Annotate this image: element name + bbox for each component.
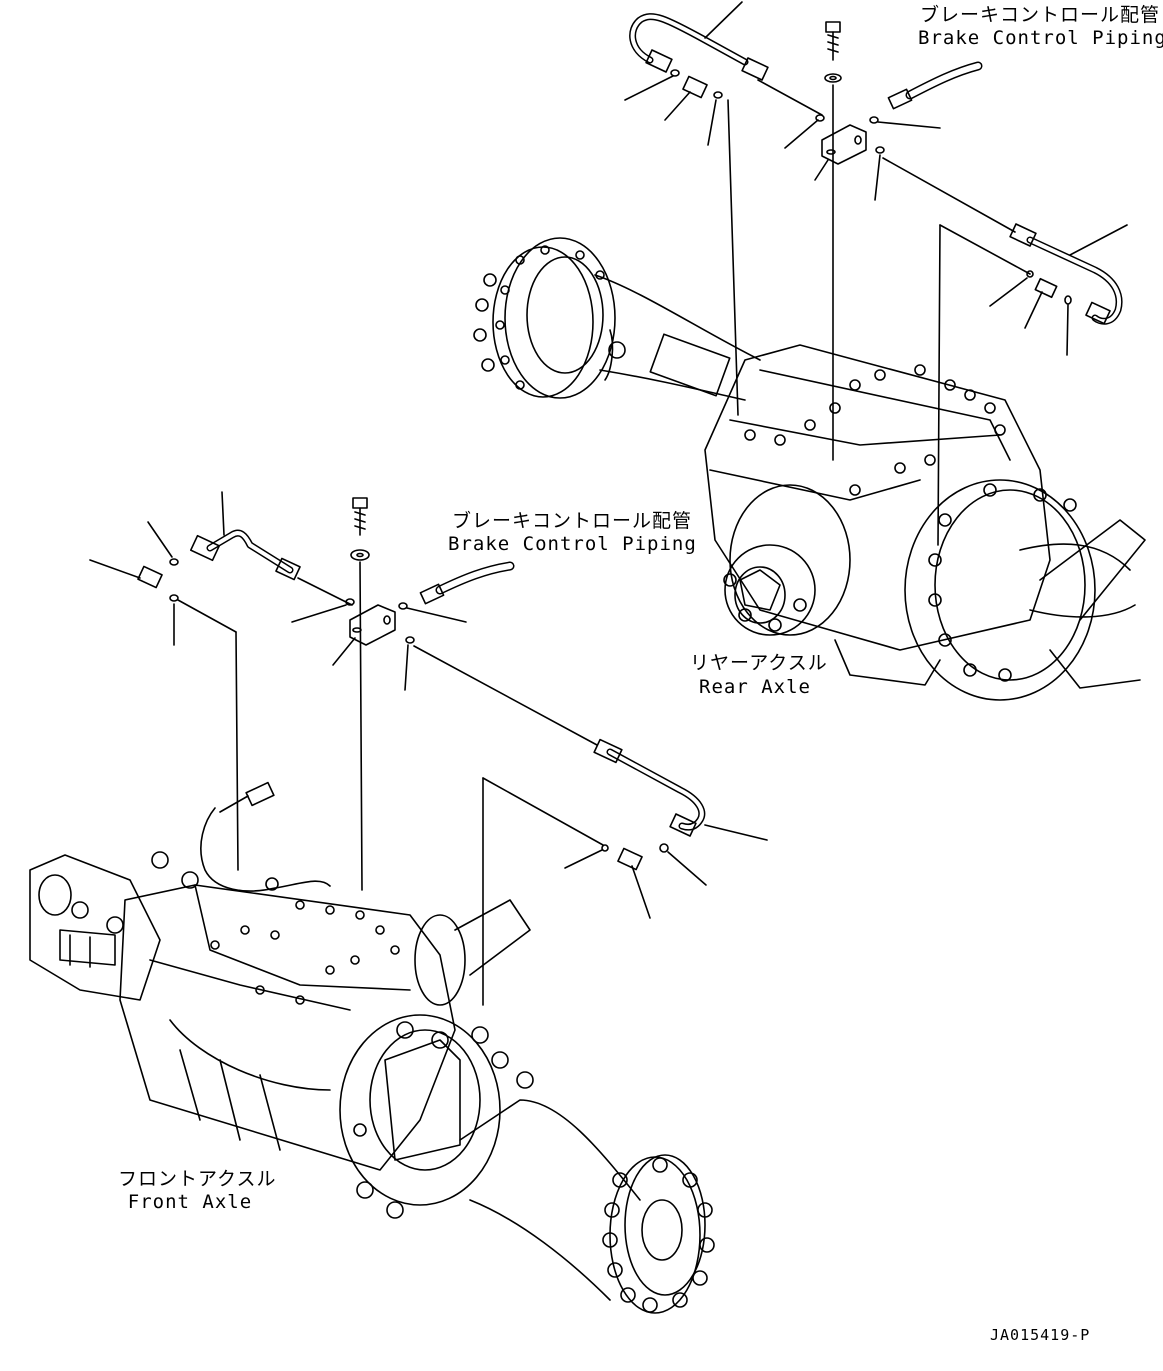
front-right-tube — [482, 738, 768, 1006]
brake-control-piping-top-en: Brake Control Piping — [918, 27, 1163, 49]
upper-block-bolt — [784, 21, 941, 461]
brake-control-piping-mid-en: Brake Control Piping — [448, 533, 697, 555]
front-axle-ja: フロントアクスル — [118, 1168, 277, 1190]
rear-axle-ja: リヤーアクスル — [690, 652, 828, 674]
drawing-code: JA015419-P — [990, 1326, 1091, 1344]
front-axle-en: Front Axle — [127, 1191, 253, 1213]
front-brake-pipe-assembly — [89, 491, 353, 871]
upper-hose — [887, 61, 983, 110]
rear-axle-body — [473, 237, 1146, 701]
brake-control-piping-top-ja: ブレーキコントロール配管 — [920, 4, 1161, 26]
upper-brake-pipe-assembly — [624, 1, 823, 416]
rear-axle-en: Rear Axle — [699, 676, 811, 698]
front-axle-body — [29, 781, 715, 1314]
front-block-bolt — [291, 497, 598, 891]
front-hose — [419, 561, 515, 605]
brake-control-piping-mid-ja: ブレーキコントロール配管 — [452, 510, 693, 532]
upper-right-tube — [882, 157, 1128, 546]
